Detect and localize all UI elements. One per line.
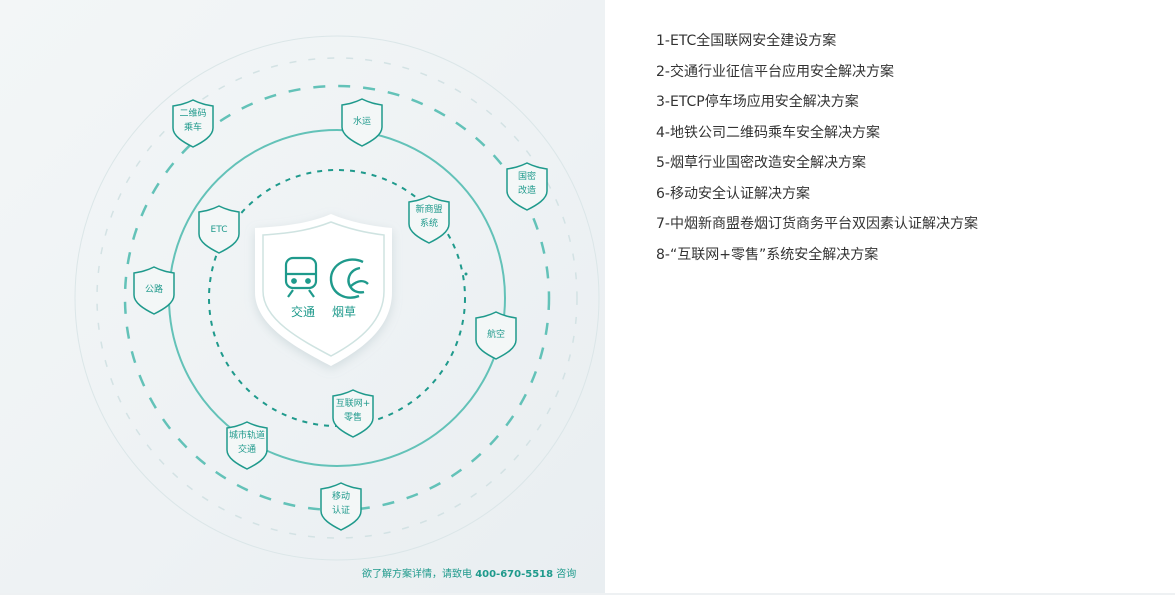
contact-prefix: 欲了解方案详情，请致电 xyxy=(362,569,472,580)
solution-diagram-panel: 交通 烟草 ETC 二维码 乘车 水运 国密 改造 新商盟 系统 公路 xyxy=(0,0,605,593)
solution-item[interactable]: 4-地铁公司二维码乘车安全解决方案 xyxy=(656,124,880,141)
dot-marker xyxy=(464,272,468,276)
badge-qrcode-ride[interactable]: 二维码 乘车 xyxy=(172,99,214,148)
badge-etc-label: ETC xyxy=(211,225,228,235)
tobacco-leaf-icon xyxy=(329,258,369,299)
core-label-traffic: 交通 xyxy=(291,304,315,319)
outer-faint-ring xyxy=(74,35,600,561)
solution-item[interactable]: 3-ETCP停车场应用安全解决方案 xyxy=(656,94,859,110)
badge-water-transport[interactable]: 水运 xyxy=(341,98,383,147)
badge-national-crypto-line1: 国密 xyxy=(518,170,536,182)
outer-faint-dashed-ring xyxy=(96,57,578,539)
solution-item[interactable]: 5-烟草行业国密改造安全解决方案 xyxy=(656,155,866,171)
security-rings-diagram: 交通 烟草 ETC 二维码 乘车 水运 国密 改造 新商盟 系统 公路 xyxy=(74,35,600,561)
badge-qrcode-ride-line1: 二维码 xyxy=(179,107,206,119)
solution-item[interactable]: 7-中烟新商盟卷烟订货商务平台双因素认证解决方案 xyxy=(656,216,978,232)
core-label-tobacco: 烟草 xyxy=(332,305,356,319)
badge-aviation[interactable]: 航空 xyxy=(475,311,517,360)
badge-urban-rail-line1: 城市轨道 xyxy=(229,429,265,441)
contact-suffix: 咨询 xyxy=(556,569,577,580)
contact-phone[interactable]: 400-670-5518 xyxy=(475,569,554,580)
core-shield xyxy=(255,214,392,366)
bottom-divider xyxy=(0,593,1175,595)
badge-urban-rail[interactable]: 城市轨道 交通 xyxy=(226,421,268,470)
badge-mobile-auth-line2: 认证 xyxy=(332,504,350,516)
train-icon xyxy=(284,256,318,298)
solutions-list: 1-ETC全国联网安全建设方案 2-交通行业征信平台应用安全解决方案 3-ETC… xyxy=(656,26,978,270)
solution-item[interactable]: 1-ETC全国联网安全建设方案 xyxy=(656,33,837,49)
solution-item[interactable]: 8-“互联网+零售”系统安全解决方案 xyxy=(656,246,879,263)
badge-aviation-label: 航空 xyxy=(487,328,505,340)
badge-internet-retail-line2: 零售 xyxy=(344,411,362,423)
badge-highway[interactable]: 公路 xyxy=(133,266,175,315)
badge-new-business-system[interactable]: 新商盟 系统 xyxy=(408,195,450,244)
badge-mobile-auth[interactable]: 移动 认证 xyxy=(320,482,362,531)
badge-new-business-system-line2: 系统 xyxy=(420,217,438,229)
badge-etc[interactable]: ETC xyxy=(198,205,240,254)
badge-national-crypto-line2: 改造 xyxy=(518,184,536,196)
solution-item[interactable]: 6-移动安全认证解决方案 xyxy=(656,185,810,202)
badge-internet-retail[interactable]: 互联网+ 零售 xyxy=(332,389,374,438)
badge-qrcode-ride-line2: 乘车 xyxy=(184,121,202,133)
badge-water-transport-label: 水运 xyxy=(353,115,371,127)
badge-national-crypto[interactable]: 国密 改造 xyxy=(506,162,548,211)
solution-item[interactable]: 2-交通行业征信平台应用安全解决方案 xyxy=(656,63,894,80)
badge-highway-label: 公路 xyxy=(145,283,163,295)
badge-urban-rail-line2: 交通 xyxy=(238,443,256,455)
badge-internet-retail-line1: 互联网+ xyxy=(336,398,371,409)
contact-line: 欲了解方案详情，请致电 400-670-5518 咨询 xyxy=(362,565,576,580)
badge-new-business-system-line1: 新商盟 xyxy=(415,203,442,215)
badge-mobile-auth-line1: 移动 xyxy=(332,490,350,502)
